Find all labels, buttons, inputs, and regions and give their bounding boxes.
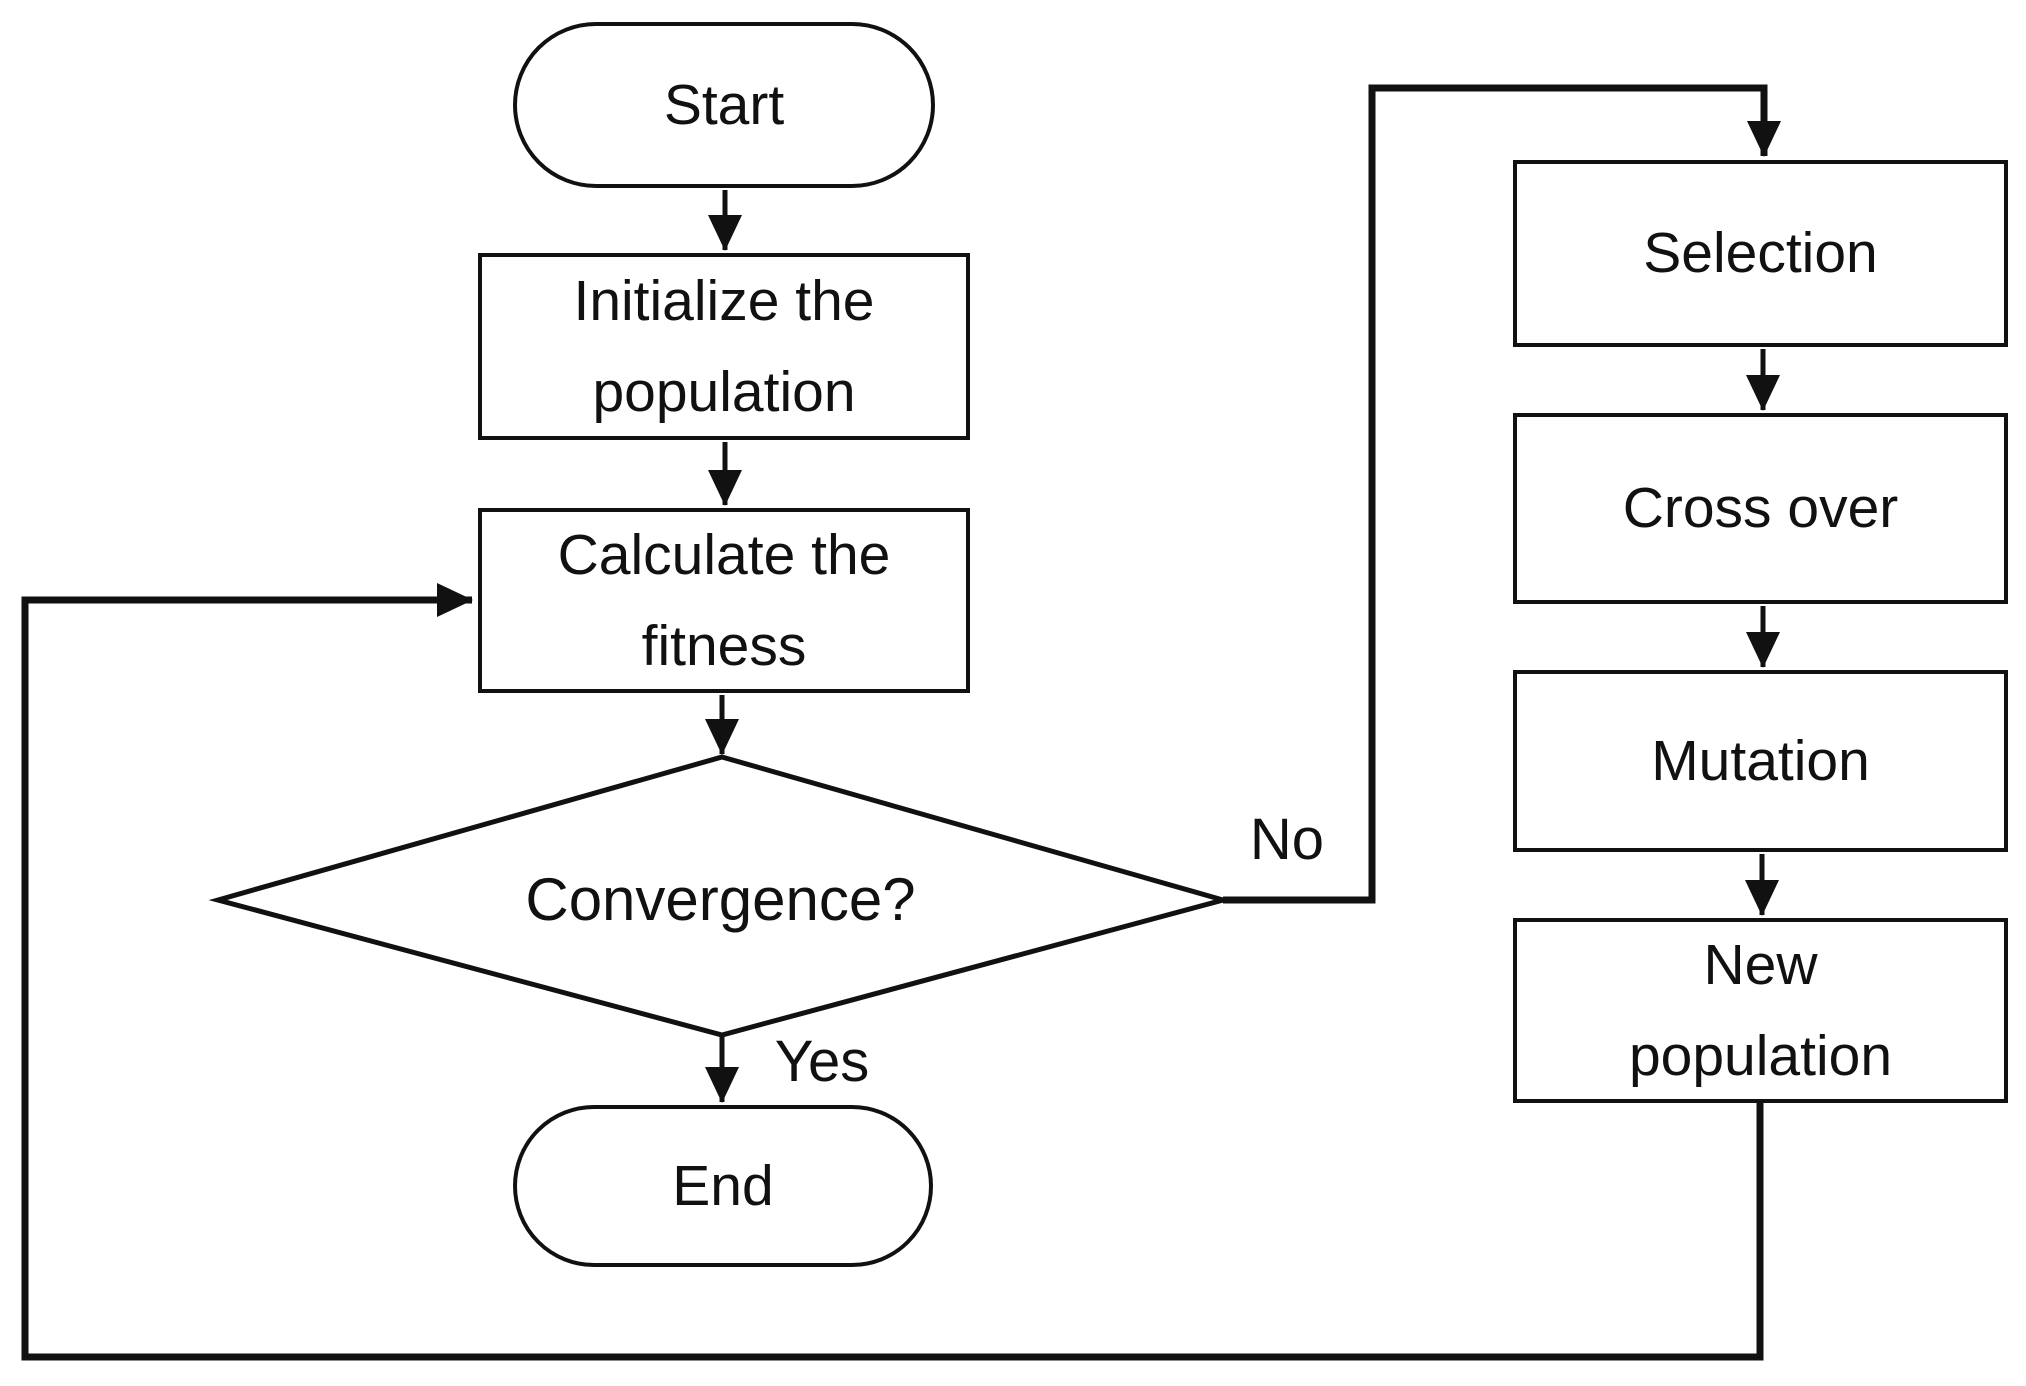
node-end: End xyxy=(513,1105,933,1267)
node-start-label: Start xyxy=(663,72,785,137)
node-new-population-label: New population xyxy=(1628,933,1893,1088)
node-selection: Selection xyxy=(1513,160,2008,347)
node-end-label: End xyxy=(672,1153,774,1218)
node-calculate-fitness: Calculate the fitness xyxy=(478,508,970,693)
node-calculate-fitness-label: Calculate the fitness xyxy=(557,523,891,678)
node-cross-over: Cross over xyxy=(1513,413,2008,604)
node-mutation-label: Mutation xyxy=(1651,728,1870,793)
node-cross-over-label: Cross over xyxy=(1622,476,1899,541)
node-convergence-decision: Convergence? xyxy=(218,830,1223,970)
node-selection-label: Selection xyxy=(1643,221,1878,286)
node-initialize-population-label: Initialize the population xyxy=(573,269,875,424)
edge-label-no: No xyxy=(1249,807,1325,872)
edge-feedback-loop xyxy=(21,583,1764,1361)
edge-label-yes: Yes xyxy=(774,1029,870,1094)
node-initialize-population: Initialize the population xyxy=(478,253,970,440)
edge-no-branch xyxy=(1223,84,1781,904)
node-start: Start xyxy=(513,22,935,188)
node-new-population: New population xyxy=(1513,918,2008,1103)
node-mutation: Mutation xyxy=(1513,670,2008,852)
node-convergence-decision-label: Convergence? xyxy=(525,866,916,933)
